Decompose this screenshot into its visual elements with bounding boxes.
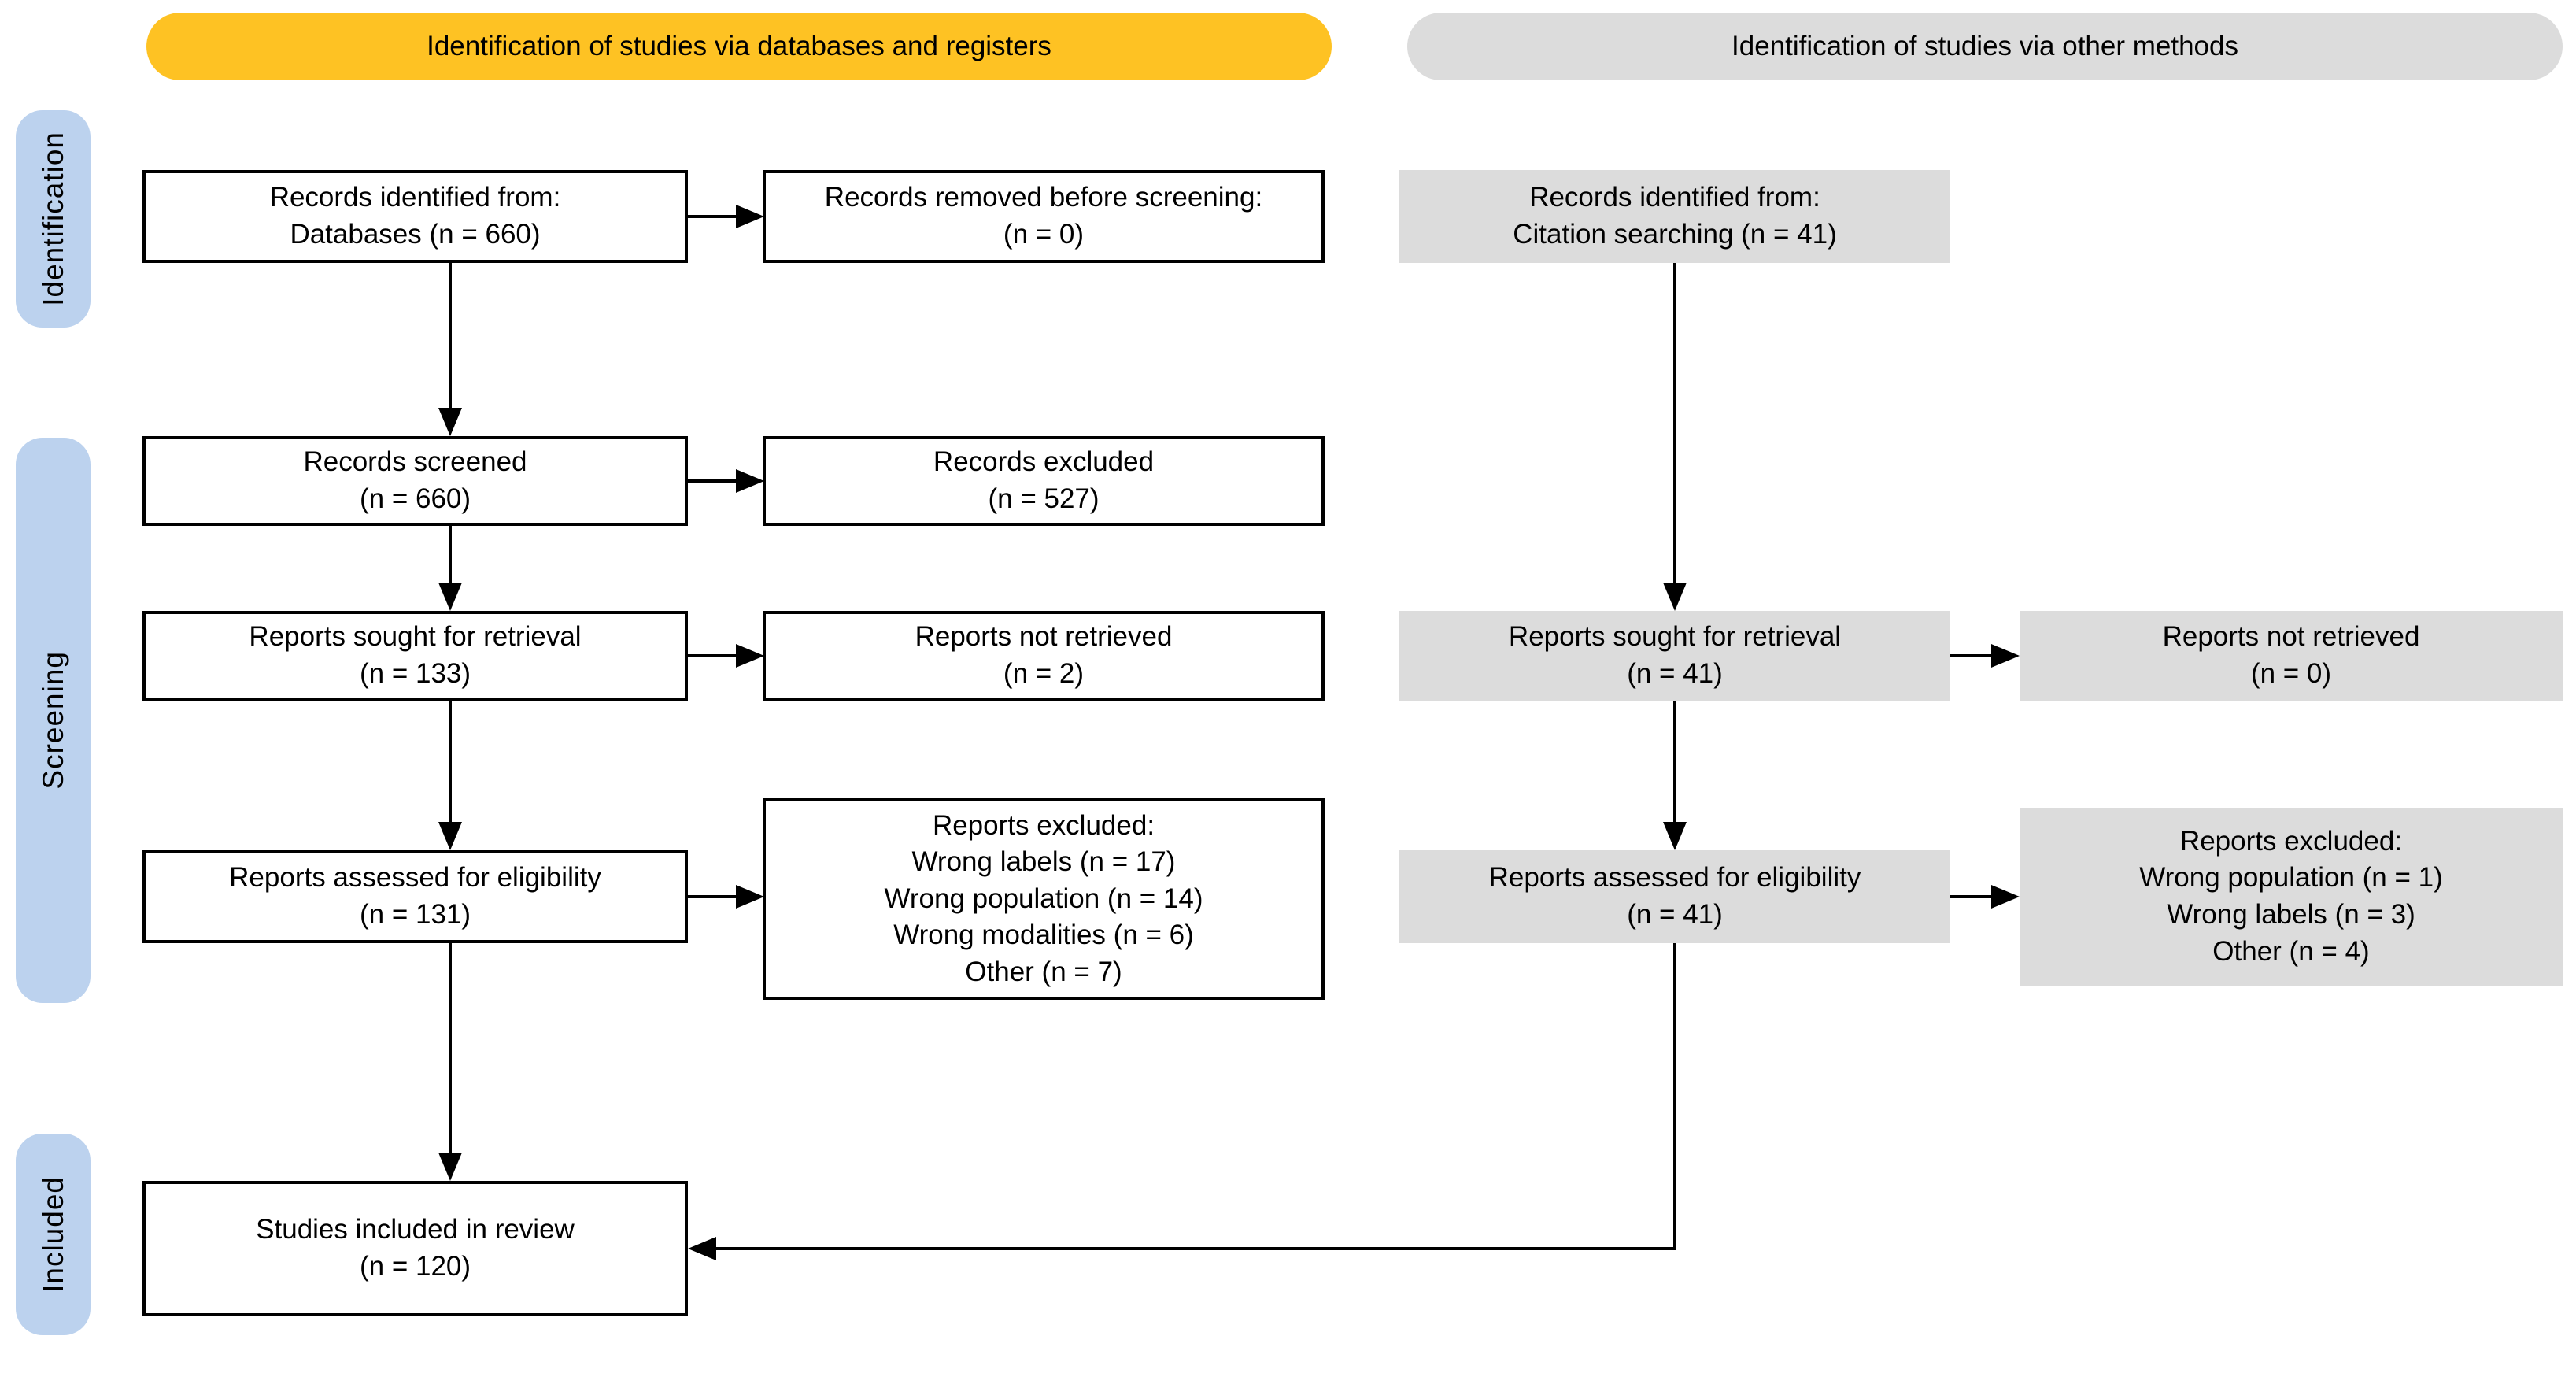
connector-om-to-included-shaft — [715, 1247, 1676, 1250]
connector-om-assessed-down-shaft — [1673, 943, 1676, 1250]
arrow-om-sought-to-not-retrieved-shaft — [1950, 654, 1991, 657]
box-reports-assessed-databases: Reports assessed for eligibility (n = 13… — [142, 850, 688, 943]
box-text-line: (n = 120) — [359, 1251, 471, 1282]
box-text-line: (n = 660) — [359, 483, 471, 514]
box-reports-assessed-other-methods: Reports assessed for eligibility (n = 41… — [1399, 850, 1950, 943]
box-reports-not-retrieved-other-methods: Reports not retrieved (n = 0) — [2020, 611, 2563, 701]
box-text-line: Reports not retrieved — [915, 621, 1173, 653]
box-text-line: (n = 2) — [1003, 658, 1085, 689]
arrow-screened-to-sought-shaft — [449, 526, 452, 584]
box-records-screened: Records screened (n = 660) — [142, 436, 688, 526]
arrow-assessed-to-excluded-head — [736, 885, 764, 909]
box-text-line: Other (n = 4) — [2212, 935, 2370, 967]
header-databases-registers-label: Identification of studies via databases … — [427, 31, 1051, 61]
box-text-line: Records identified from: — [1529, 182, 1820, 213]
box-reports-not-retrieved-databases: Reports not retrieved (n = 2) — [763, 611, 1325, 701]
box-text-line: (n = 131) — [359, 899, 471, 930]
box-text-line: Other (n = 7) — [965, 956, 1122, 987]
box-reports-sought-other-methods: Reports sought for retrieval (n = 41) — [1399, 611, 1950, 701]
arrow-screened-to-sought-head — [438, 583, 462, 611]
stage-label-included-text: Included — [36, 1176, 69, 1293]
arrow-assessed-to-included-head — [438, 1153, 462, 1181]
arrow-om-sought-to-assessed-shaft — [1673, 701, 1676, 823]
box-reports-excluded-databases: Reports excluded: Wrong labels (n = 17) … — [763, 798, 1325, 1000]
box-text-line: (n = 0) — [1003, 219, 1085, 250]
box-text-line: (n = 41) — [1627, 899, 1723, 930]
stage-label-screening: Screening — [16, 438, 91, 1003]
box-reports-excluded-other-methods: Reports excluded: Wrong population (n = … — [2020, 808, 2563, 986]
header-other-methods-label: Identification of studies via other meth… — [1732, 31, 2238, 61]
stage-label-identification: Identification — [16, 110, 91, 328]
box-text-line: Reports excluded: — [2179, 825, 2403, 857]
box-records-identified-citation-searching: Records identified from: Citation search… — [1399, 170, 1950, 263]
box-text-line: Wrong labels (n = 3) — [2167, 899, 2415, 930]
header-databases-registers: Identification of studies via databases … — [146, 13, 1332, 80]
arrow-assessed-to-included-shaft — [449, 943, 452, 1154]
arrow-om-identified-to-sought-shaft — [1673, 263, 1676, 584]
box-text-line: (n = 527) — [988, 483, 1100, 514]
box-text-line: Wrong population (n = 1) — [2139, 862, 2443, 894]
connector-om-to-included-head — [688, 1237, 716, 1260]
box-text-line: Wrong population (n = 14) — [884, 883, 1203, 914]
stage-label-included: Included — [16, 1134, 91, 1335]
box-studies-included-in-review: Studies included in review (n = 120) — [142, 1181, 688, 1316]
box-text-line: Records excluded — [933, 446, 1155, 478]
box-reports-sought-databases: Reports sought for retrieval (n = 133) — [142, 611, 688, 701]
arrow-om-assessed-to-excluded-head — [1991, 885, 2020, 909]
header-other-methods: Identification of studies via other meth… — [1407, 13, 2563, 80]
box-text-line: Reports assessed for eligibility — [1488, 862, 1861, 894]
box-text-line: Wrong modalities (n = 6) — [893, 920, 1194, 951]
box-records-identified-databases: Records identified from: Databases (n = … — [142, 170, 688, 263]
box-text-line: Reports excluded: — [932, 809, 1155, 841]
arrow-identified-to-screened-shaft — [449, 263, 452, 409]
arrow-om-identified-to-sought-head — [1663, 583, 1687, 611]
stage-label-identification-text: Identification — [36, 131, 69, 306]
box-records-excluded: Records excluded (n = 527) — [763, 436, 1325, 526]
box-text-line: Reports sought for retrieval — [249, 621, 582, 653]
box-text-line: (n = 133) — [359, 658, 471, 689]
box-text-line: Wrong labels (n = 17) — [911, 846, 1176, 878]
box-text-line: Studies included in review — [256, 1214, 575, 1245]
arrow-om-assessed-to-excluded-shaft — [1950, 895, 1991, 898]
box-text-line: Citation searching (n = 41) — [1513, 219, 1837, 250]
arrow-sought-to-assessed-shaft — [449, 701, 452, 823]
arrow-om-sought-to-not-retrieved-head — [1991, 644, 2020, 668]
arrow-sought-to-not-retrieved-head — [736, 644, 764, 668]
box-text-line: Databases (n = 660) — [290, 219, 541, 250]
box-text-line: Records identified from: — [269, 182, 561, 213]
stage-label-screening-text: Screening — [36, 651, 69, 790]
box-text-line: Records removed before screening: — [824, 182, 1263, 213]
box-text-line: Reports assessed for eligibility — [229, 862, 601, 894]
arrow-identified-to-screened-head — [438, 408, 462, 436]
arrow-om-sought-to-assessed-head — [1663, 822, 1687, 850]
box-text-line: Reports not retrieved — [2162, 621, 2420, 653]
box-text-line: (n = 41) — [1627, 658, 1723, 689]
box-text-line: (n = 0) — [2250, 658, 2332, 689]
arrow-assessed-to-excluded-shaft — [688, 895, 736, 898]
box-records-removed-before-screening: Records removed before screening: (n = 0… — [763, 170, 1325, 263]
arrow-identified-to-removed-head — [736, 205, 764, 228]
arrow-sought-to-not-retrieved-shaft — [688, 654, 736, 657]
arrow-screened-to-excluded-head — [736, 469, 764, 493]
arrow-identified-to-removed-shaft — [688, 215, 736, 218]
arrow-screened-to-excluded-shaft — [688, 479, 736, 483]
box-text-line: Reports sought for retrieval — [1508, 621, 1842, 653]
arrow-sought-to-assessed-head — [438, 822, 462, 850]
box-text-line: Records screened — [303, 446, 527, 478]
